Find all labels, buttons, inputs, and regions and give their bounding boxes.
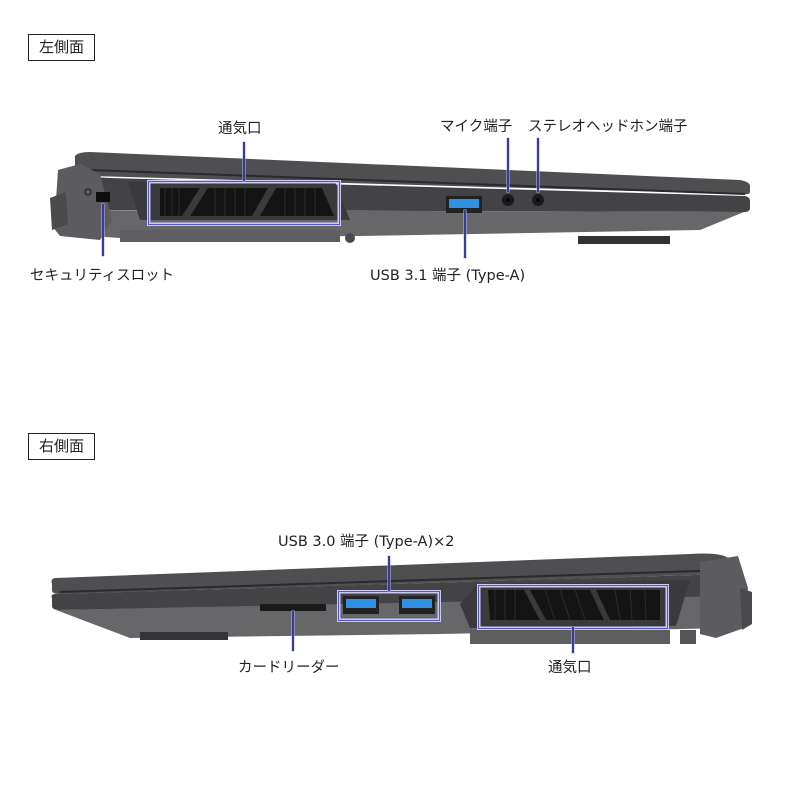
left-vent-highlight	[148, 181, 340, 225]
left-side-title: 左側面	[28, 34, 96, 61]
card-reader-leader	[292, 611, 294, 651]
card-reader-slot	[260, 604, 326, 611]
laptop-left-side-view	[50, 152, 750, 244]
left-vent-label: 通気口	[218, 121, 262, 137]
vent-grille	[488, 589, 660, 621]
right-vent-highlight	[478, 585, 668, 629]
headphone-label: ステレオヘッドホン端子	[528, 119, 688, 135]
usb-3-1-label: USB 3.1 端子 (Type-A)	[370, 268, 526, 284]
security-slot	[96, 192, 110, 202]
rubber-foot	[578, 236, 670, 244]
lock-icon	[84, 188, 92, 196]
security-slot-leader	[102, 204, 104, 256]
mic-label: マイク端子	[440, 119, 513, 135]
right-vent-label: 通気口	[548, 660, 592, 676]
security-slot-label: セキュリティスロット	[30, 268, 175, 284]
rubber-foot	[140, 632, 228, 640]
headphone-leader	[537, 138, 539, 192]
right-side-title: 右側面	[28, 433, 96, 460]
usb-3-0-leader	[388, 556, 390, 591]
right-vent-leader	[572, 627, 574, 653]
usb-3-0-highlight	[338, 591, 440, 621]
usb-3-0-label: USB 3.0 端子 (Type-A)×2	[278, 534, 455, 550]
mic-leader	[507, 138, 509, 192]
usb-3-1-leader	[464, 210, 466, 258]
vent-grille	[160, 188, 334, 216]
left-vent-leader	[243, 142, 245, 181]
card-reader-label: カードリーダー	[238, 660, 340, 676]
